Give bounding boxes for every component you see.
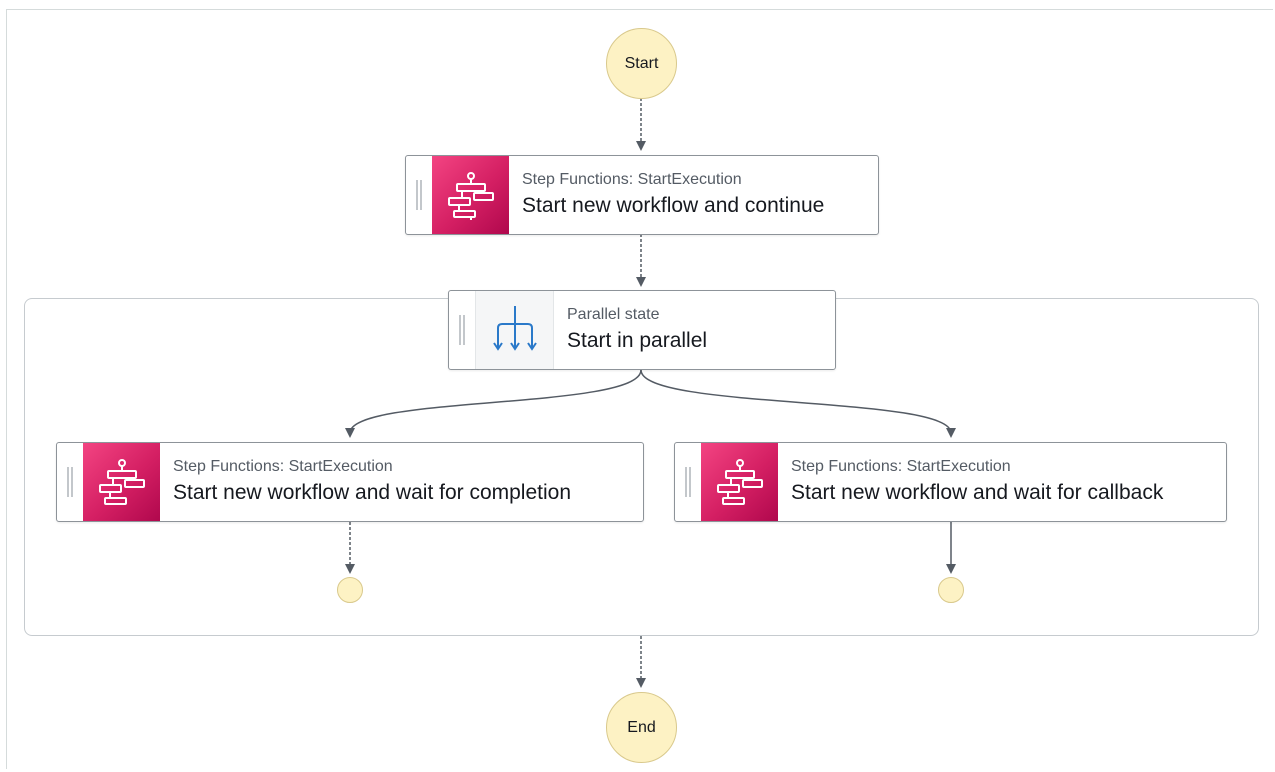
drag-handle[interactable] (406, 156, 432, 234)
state-start-new-workflow-and-wait-for-completion[interactable]: Step Functions: StartExecution Start new… (56, 442, 644, 522)
end-node[interactable]: End (606, 692, 677, 763)
branch-end-callback (938, 577, 964, 603)
drag-handle[interactable] (449, 291, 475, 369)
state-type-label: Parallel state (567, 306, 660, 323)
state-type-label: Step Functions: StartExecution (522, 171, 742, 188)
branch-end-completion (337, 577, 363, 603)
parallel-branch-icon (475, 291, 554, 369)
step-functions-icon (83, 443, 160, 521)
state-title: Start in parallel (567, 329, 708, 352)
start-label: Start (624, 54, 659, 72)
state-start-new-workflow-and-wait-for-callback[interactable]: Step Functions: StartExecution Start new… (674, 442, 1227, 522)
state-type-label: Step Functions: StartExecution (791, 458, 1011, 475)
step-functions-icon (432, 156, 509, 234)
state-title: Start new workflow and wait for callback (791, 481, 1164, 504)
end-label: End (627, 718, 656, 736)
drag-handle[interactable] (675, 443, 701, 521)
start-node[interactable]: Start (606, 28, 677, 99)
state-type-label: Step Functions: StartExecution (173, 458, 393, 475)
state-title: Start new workflow and wait for completi… (173, 481, 572, 504)
state-start-in-parallel[interactable]: Parallel state Start in parallel (448, 290, 836, 370)
drag-handle[interactable] (57, 443, 83, 521)
state-title: Start new workflow and continue (522, 194, 825, 217)
state-start-new-workflow-and-continue[interactable]: Step Functions: StartExecution Start new… (405, 155, 879, 235)
step-functions-icon (701, 443, 778, 521)
